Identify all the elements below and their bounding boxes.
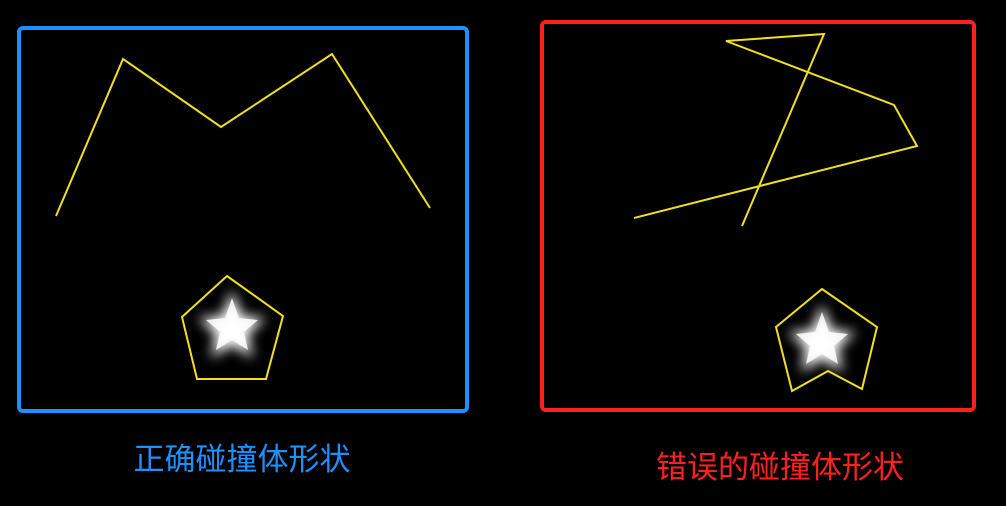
wrong-edge-collider-line — [633, 32, 919, 227]
correct-edge-collider-line — [55, 52, 431, 217]
wrong-polygon-collider — [774, 287, 879, 393]
wrong-panel-frame — [540, 20, 976, 412]
correct-star-sprite — [198, 290, 266, 358]
correct-panel-frame — [17, 26, 469, 413]
wrong-caption: 错误的碰撞体形状 — [656, 450, 904, 486]
star-icon — [206, 298, 258, 350]
correct-polygon-collider — [180, 274, 285, 380]
correct-caption: 正确碰撞体形状 — [133, 442, 351, 478]
star-icon — [796, 312, 848, 364]
wrong-star-sprite — [788, 304, 856, 372]
